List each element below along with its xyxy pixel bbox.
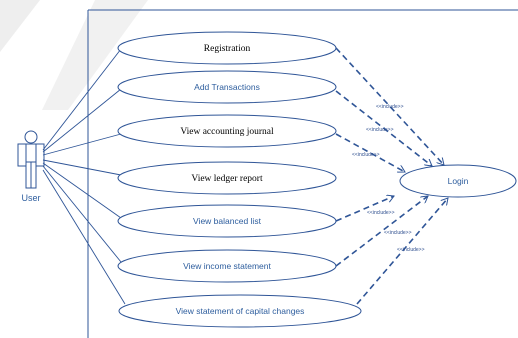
use-case-label: View balanced list: [193, 216, 262, 226]
include-arrow-view-income-statement: [335, 195, 428, 267]
include-label-view-accounting-journal: <<include>>: [352, 152, 380, 158]
use-case-label: View income statement: [183, 261, 271, 271]
use-case-add-transactions: Add Transactions: [117, 70, 337, 104]
actor-label: User: [21, 193, 40, 203]
include-label-view-income-statement: <<include>>: [384, 230, 412, 236]
include-arrow-view-accounting-journal: [335, 133, 405, 173]
use-case-view-ledger-report: View ledger report: [117, 161, 337, 195]
include-arrow-registration: [335, 47, 444, 165]
watermark-decoration: [0, 0, 148, 110]
include-label-view-balanced-list: <<include>>: [367, 210, 395, 216]
use-case-label: View statement of capital changes: [176, 306, 305, 316]
use-case-view-accounting-journal: View accounting journal: [117, 114, 337, 148]
include-label-view-statement-of-capital-changes: <<include>>: [397, 247, 425, 253]
use-case-view-income-statement: View income statement: [117, 249, 337, 283]
use-case-view-statement-of-capital-changes: View statement of capital changes: [118, 294, 362, 328]
actor-figure-icon: [17, 130, 45, 189]
use-case-registration: Registration: [117, 31, 337, 65]
include-label-add-transactions: <<include>>: [366, 127, 394, 133]
association-lines: [42, 48, 126, 305]
login-label: Login: [448, 176, 469, 186]
actor-user: User: [17, 130, 45, 203]
use-case-label: Registration: [204, 44, 251, 54]
include-arrow-view-statement-of-capital-changes: [356, 198, 448, 305]
use-case-label: View ledger report: [191, 174, 263, 184]
include-arrow-view-balanced-list: [335, 196, 394, 222]
use-case-login: Login: [399, 164, 517, 198]
use-case-view-balanced-list: View balanced list: [117, 204, 337, 238]
use-case-label: Add Transactions: [194, 82, 260, 92]
include-arrow-add-transactions: [335, 90, 432, 167]
include-label-registration: <<include>>: [376, 104, 404, 110]
use-case-label: View accounting journal: [180, 127, 274, 137]
include-dependencies: [335, 47, 448, 305]
